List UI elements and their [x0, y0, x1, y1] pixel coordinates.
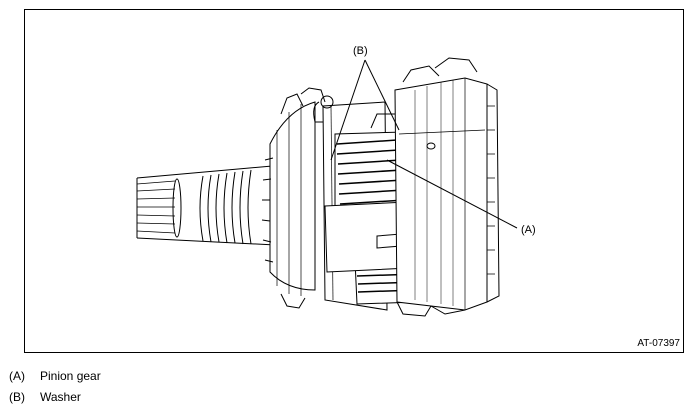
- legend-item-a: (A) Pinion gear: [9, 369, 101, 383]
- rear-gear: [261, 87, 326, 309]
- legend-item-b: (B) Washer: [9, 390, 81, 404]
- legend-text: Pinion gear: [40, 369, 101, 383]
- callout-b-label: (B): [353, 45, 368, 57]
- legend-text: Washer: [40, 390, 81, 404]
- callout-leaders: [330, 59, 518, 229]
- callout-a-label: (A): [521, 224, 536, 236]
- figure-frame: (B) (A) AT-07397: [24, 9, 684, 353]
- figure-id: AT-07397: [637, 338, 680, 349]
- output-shaft: [136, 163, 296, 247]
- legend-key: (B): [9, 390, 25, 404]
- front-gear: [394, 57, 500, 317]
- pinion-gear-assembly-drawing: [136, 57, 518, 317]
- legend-key: (A): [9, 369, 25, 383]
